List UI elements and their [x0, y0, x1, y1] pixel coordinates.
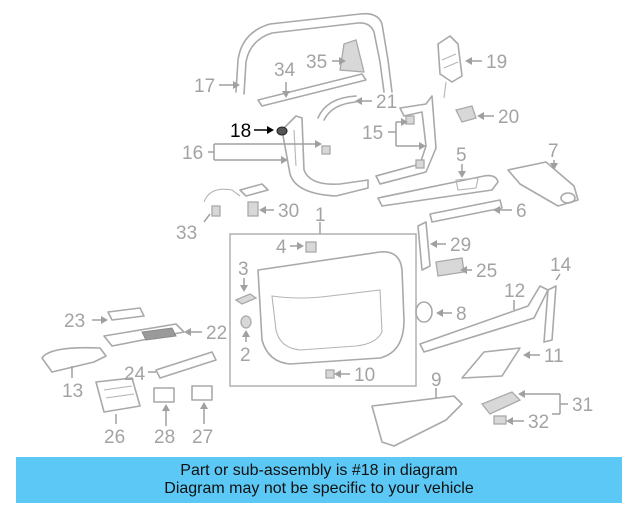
label-1: 1 [315, 205, 326, 226]
label-34: 34 [274, 60, 296, 81]
part-26-switch-block [95, 377, 141, 413]
label-29: 29 [450, 235, 471, 256]
label-17: 17 [194, 76, 215, 97]
part-24-strip [155, 351, 217, 379]
callout-labels: 17 34 35 19 21 20 18 15 16 5 7 6 30 33 1… [62, 52, 593, 448]
label-15: 15 [362, 123, 383, 144]
part-33-harness [203, 188, 241, 217]
leader-lines [71, 57, 568, 426]
label-12: 12 [504, 281, 525, 302]
label-8: 8 [456, 304, 467, 325]
part-9-pocket [371, 395, 463, 447]
part-1-door-panel [229, 233, 417, 387]
banner-line-2: Diagram may not be specific to your vehi… [164, 480, 474, 497]
label-14: 14 [550, 255, 572, 276]
part-31-switch-assembly [480, 391, 522, 415]
label-35: 35 [306, 52, 327, 73]
label-19: 19 [486, 52, 507, 73]
part-11-trim-panel [461, 347, 521, 379]
label-7: 7 [548, 141, 559, 162]
part-7-speaker-cover [507, 161, 579, 207]
label-22: 22 [206, 323, 227, 344]
label-28: 28 [154, 427, 175, 448]
label-11: 11 [544, 346, 564, 367]
part-2-knob [240, 315, 252, 329]
label-32: 32 [528, 412, 549, 433]
label-27: 27 [192, 427, 213, 448]
label-18: 18 [230, 121, 251, 142]
part-17-window-frame [235, 12, 393, 95]
parts-diagram: 17 34 35 19 21 20 18 15 16 5 7 6 30 33 1… [41, 12, 593, 448]
label-33: 33 [176, 223, 197, 244]
part-14-pillar-strip [543, 285, 557, 343]
label-30: 30 [278, 201, 299, 222]
label-24: 24 [124, 364, 146, 385]
part-34-belt-strip [257, 73, 367, 107]
part-18-grommet [276, 126, 288, 136]
part-23-strip [107, 307, 145, 321]
part-27-switch [191, 385, 213, 401]
label-10: 10 [354, 365, 375, 386]
part-8-tweeter [415, 301, 433, 323]
part-13-armrest [41, 346, 107, 373]
part-3-clip [234, 293, 258, 305]
label-13: 13 [62, 381, 83, 402]
part-info-banner: Part or sub-assembly is #18 in diagram D… [16, 457, 622, 503]
part-15-clips [321, 115, 425, 169]
part-22-switch-panel [103, 323, 185, 347]
part-20-clip [455, 105, 477, 123]
part-16-door-frame [281, 95, 437, 197]
label-26: 26 [104, 427, 125, 448]
part-30-switch [239, 183, 269, 217]
part-28-switch [153, 387, 175, 403]
part-29-vertical-seal [417, 221, 431, 271]
label-16: 16 [182, 143, 203, 164]
label-20: 20 [498, 107, 519, 128]
label-9: 9 [431, 370, 442, 391]
label-23: 23 [64, 311, 85, 332]
label-5: 5 [456, 145, 467, 166]
part-5-handle-trim [377, 174, 499, 207]
part-12-armrest-trim [419, 285, 549, 353]
label-4: 4 [276, 237, 287, 258]
label-3: 3 [238, 259, 249, 280]
label-21: 21 [376, 92, 397, 113]
part-35-corner-trim [339, 39, 365, 73]
label-6: 6 [516, 201, 527, 222]
part-19-mirror-sail [437, 35, 463, 99]
label-25: 25 [476, 261, 497, 282]
part-25-switch-bezel [435, 257, 465, 277]
banner-line-1: Part or sub-assembly is #18 in diagram [180, 462, 458, 479]
part-32-small-switch [493, 415, 507, 425]
part-21-arc-piece [317, 95, 357, 121]
label-31: 31 [572, 395, 593, 416]
label-2: 2 [240, 345, 251, 366]
part-6-strip [429, 199, 503, 223]
